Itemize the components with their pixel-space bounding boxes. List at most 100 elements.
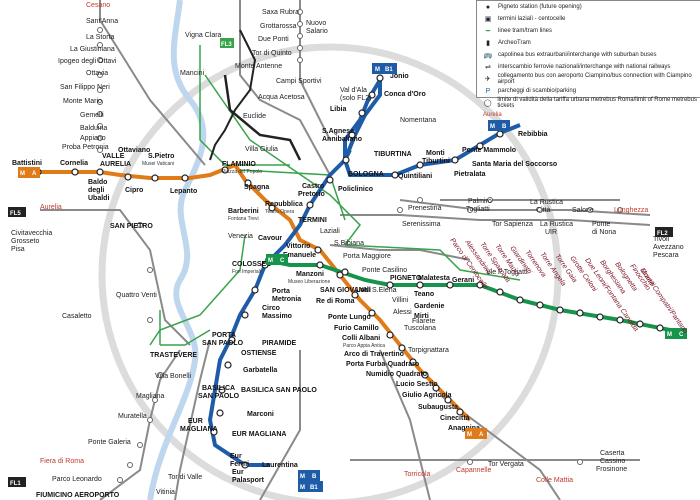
badge-colosseo-c: M C: [266, 254, 288, 265]
label-proba: Proba Petronia: [62, 144, 109, 151]
label-capannelle: Capannelle: [456, 467, 492, 474]
label-caserta2: Cassino: [600, 458, 625, 465]
label-la-storta: La Storta: [86, 34, 115, 41]
label-numidio: Numidio Quadrato: [366, 371, 427, 378]
label-nuovo-salario2: Salario: [306, 28, 328, 35]
label-laurentina: Laurentina: [262, 462, 298, 469]
label-porta-sp2: SAN PAOLO: [202, 340, 244, 347]
label-sagnese2: Annibaliano: [322, 136, 362, 143]
label-baldo2: degli: [88, 187, 104, 194]
label-lucio: Lucio Sestio: [396, 381, 438, 388]
label-fiumicino: FIUMICINO AEROPORTO: [36, 492, 120, 499]
legend-rows: ●Pigneto station (future opening)▣termin…: [477, 1, 700, 121]
label-eur-pal1: Eur: [232, 469, 244, 476]
line-c-stations: [316, 261, 664, 332]
label-basilica1: BASILICA: [202, 385, 235, 392]
label-marconi: Marconi: [247, 411, 274, 418]
label-subaugusta: Subaugusta: [418, 404, 458, 411]
label-civitavecchia: Civitavecchia: [11, 230, 52, 237]
legend-text: termini lazialì - centocelle: [498, 16, 566, 22]
label-acqua: Acqua Acetosa: [258, 94, 305, 101]
metro-station-icon: ●: [485, 3, 491, 11]
label-grottarossa: Grottarossa: [260, 23, 297, 30]
label-monte-antenne: Monte Antenne: [235, 63, 282, 70]
label-eur-mag2: MAGLIANA: [180, 426, 218, 433]
label-grosseto: Grosseto: [11, 238, 40, 245]
label-furio: Furio Camillo: [334, 325, 379, 332]
label-pietralata: Pietralata: [454, 171, 486, 178]
label-cipro: Cipro: [125, 187, 143, 194]
label-re-di-roma: Re di Roma: [316, 298, 355, 305]
badge-text: B1: [385, 67, 393, 73]
label-torpignattara: Torpignattara: [408, 347, 449, 354]
badge-text: FL2: [657, 231, 668, 237]
label-teatro: Teatro Opera: [265, 209, 294, 215]
label-cavour: Cavour: [258, 235, 282, 242]
badge-text: B: [312, 474, 317, 480]
fl-badge-fl3: FL3: [220, 38, 234, 48]
badge-laurentina-b: M B M B1: [298, 470, 323, 492]
label-castro1: Castro: [302, 183, 324, 190]
legend-row: ◯ limite di validità della tariffa urbana…: [477, 97, 700, 109]
label-eur-mag3: EUR MAGLIANA: [232, 431, 286, 438]
label-salone: Salone: [572, 207, 594, 214]
label-caserta1: Caserta: [600, 450, 625, 457]
label-mancini: Mancini: [180, 70, 205, 77]
label-tor-sapienza: Tor Sapienza: [492, 221, 533, 228]
boundary-icon: ◯: [483, 99, 492, 107]
label-policlinico: Policlinico: [338, 186, 373, 193]
label-nuovo-salario1: Nuovo: [306, 20, 326, 27]
label-tiburtina: TIBURTINA: [374, 151, 412, 158]
legend-row: ⇌interscambio ferrovie nazionali/interch…: [477, 61, 700, 73]
label-ponte-nona2: di Nona: [592, 229, 616, 236]
label-alessi: Alessi: [393, 309, 412, 316]
legend-text: parcheggi di scambio/parking: [498, 88, 577, 94]
label-fiera: Fiera di Roma: [40, 458, 84, 465]
terminal-icon: ▣: [484, 15, 492, 23]
badge-text: M: [20, 171, 25, 177]
label-tuscolana: Tuscolana: [404, 325, 436, 332]
badge-text: A: [32, 171, 37, 177]
label-basilica3: BASILICA SAN PAOLO: [241, 387, 317, 394]
metro-line-a-upper: [223, 74, 302, 161]
label-aurelia: Aurelia: [40, 204, 62, 211]
legend-text: limite di validità della tariffa urbana …: [497, 97, 697, 109]
label-venezia: Venezia: [228, 233, 253, 240]
label-saxa: Saxa Rubra: [262, 9, 299, 16]
label-valdala2: (solo FL2): [340, 95, 372, 102]
label-porta-metronia2: Metronia: [272, 296, 301, 303]
label-malatesta: Malatesta: [418, 275, 450, 282]
label-teano: Teano: [414, 291, 434, 298]
legend-row: ✈collegamento bus con aeroporto Ciampino…: [477, 73, 700, 85]
train-icon: ⇌: [485, 63, 491, 71]
label-porta-maggiore: Porta Maggiore: [343, 253, 391, 260]
legend-text: collegamento bus con aeroporto Ciampino/…: [497, 73, 692, 85]
label-magliana: Magliana: [136, 393, 165, 400]
label-ottaviano: Ottaviano: [118, 147, 150, 154]
badge-text: M: [268, 258, 273, 264]
label-vle-togliatti: Vle P.Togliatti: [486, 269, 528, 276]
badge-text: M: [300, 474, 305, 480]
label-villa-bonelli: Villa Bonelli: [155, 373, 192, 380]
label-parco-leonardo: Parco Leonardo: [52, 476, 102, 483]
legend-row: 🚌capolinea bus extraurbani/interchange w…: [477, 49, 700, 61]
label-baldo3: Ubaldi: [88, 195, 109, 202]
line-a-stations: [34, 166, 464, 416]
label-bologna: BOLOGNA: [348, 171, 384, 178]
label-euclide: Euclide: [243, 113, 266, 120]
label-colle-mattia: Colle Mattia: [536, 477, 573, 484]
label-valle2: AURELIA: [100, 161, 131, 168]
label-rustica4: UIR: [545, 229, 557, 236]
label-santa-maria: Santa Maria del Soccorso: [472, 161, 557, 168]
badge-jonio-b1: M B1: [372, 63, 397, 74]
label-repubblica: Repubblica: [265, 201, 303, 208]
label-ponte-galeria: Ponte Galeria: [88, 439, 131, 446]
label-colli: Colli Albani: [342, 335, 380, 342]
parking-icon: P: [485, 87, 491, 95]
fl-badge-fl5: FL5: [8, 207, 26, 217]
label-barberini: Barberini: [228, 208, 259, 215]
label-colosseo: COLOSSEO: [232, 261, 272, 268]
